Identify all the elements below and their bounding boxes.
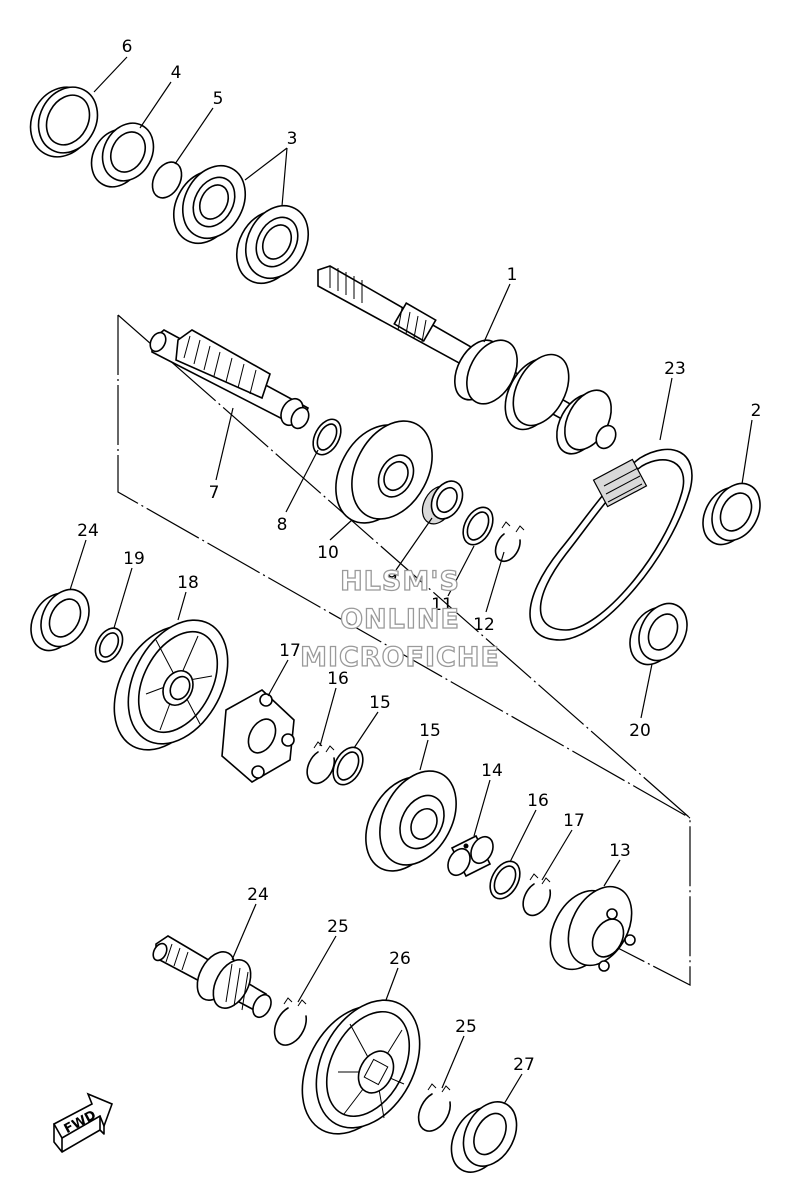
part-3-bearing-a[interactable] bbox=[162, 155, 258, 254]
part-14-collar[interactable] bbox=[444, 833, 498, 879]
label-part-1[interactable]: 1 bbox=[507, 265, 518, 285]
part-number-labels: 6 4 5 3 1 23 2 7 8 10 24 19 18 9 11 12 1… bbox=[77, 37, 761, 1075]
part-25-circlip-lower[interactable] bbox=[417, 1083, 452, 1132]
leader-lines bbox=[69, 56, 753, 1105]
part-13-gear-hub[interactable] bbox=[538, 876, 645, 980]
part-24-shaft[interactable] bbox=[150, 935, 274, 1020]
label-part-19[interactable]: 18 bbox=[177, 573, 199, 593]
label-part-20[interactable]: 19 bbox=[123, 549, 145, 569]
part-25-circlip-upper[interactable] bbox=[273, 997, 308, 1046]
part-20-washer[interactable] bbox=[90, 623, 128, 666]
label-part-25-lower[interactable]: 25 bbox=[455, 1017, 477, 1037]
part-16-washer-lower[interactable] bbox=[484, 856, 526, 904]
part-17-circlip-upper[interactable] bbox=[306, 741, 336, 785]
label-part-25-upper[interactable]: 25 bbox=[327, 917, 349, 937]
part-15-gear[interactable] bbox=[351, 758, 472, 884]
label-part-7[interactable]: 7 bbox=[209, 483, 220, 503]
part-18-clutch-dog[interactable] bbox=[221, 689, 295, 783]
part-6-oil-seal[interactable] bbox=[19, 76, 109, 168]
part-26-gear[interactable] bbox=[281, 982, 440, 1151]
part-22-bearing[interactable] bbox=[21, 581, 98, 659]
label-part-14[interactable]: 14 bbox=[481, 761, 503, 781]
label-part-9[interactable]: 9 bbox=[387, 567, 398, 587]
watermark-line-1: HLSM'S bbox=[340, 566, 460, 597]
part-19-gear[interactable] bbox=[94, 603, 248, 767]
part-1-main-shaft[interactable] bbox=[317, 265, 621, 462]
label-part-5[interactable]: 5 bbox=[213, 89, 224, 109]
label-part-6[interactable]: 6 bbox=[122, 37, 133, 57]
label-part-10[interactable]: 10 bbox=[317, 543, 339, 563]
part-21-bearing[interactable] bbox=[620, 595, 696, 673]
label-part-21[interactable]: 20 bbox=[629, 721, 651, 741]
label-part-16-upper[interactable]: 15 bbox=[369, 693, 391, 713]
label-part-15[interactable]: 15 bbox=[419, 721, 441, 741]
part-9-needle-bearing[interactable] bbox=[416, 476, 469, 529]
label-part-11[interactable]: 11 bbox=[431, 595, 453, 615]
label-part-16-lower[interactable]: 16 bbox=[527, 791, 549, 811]
part-23-chain[interactable] bbox=[529, 448, 693, 641]
part-3-bearing-b[interactable] bbox=[225, 195, 321, 294]
part-4-bushing[interactable] bbox=[82, 114, 164, 196]
part-27-bearing[interactable] bbox=[441, 1093, 527, 1182]
assembly-boundary bbox=[117, 314, 691, 986]
part-8-washer[interactable] bbox=[307, 415, 346, 460]
label-part-24[interactable]: 24 bbox=[247, 885, 269, 905]
label-part-8[interactable]: 8 bbox=[277, 515, 288, 535]
part-2-bearing[interactable] bbox=[693, 475, 769, 553]
part-12-circlip[interactable] bbox=[494, 521, 525, 563]
label-part-13[interactable]: 13 bbox=[609, 841, 631, 861]
label-part-17-lower[interactable]: 17 bbox=[563, 811, 585, 831]
label-part-26[interactable]: 26 bbox=[389, 949, 411, 969]
part-11-washer[interactable] bbox=[457, 502, 499, 550]
label-part-22[interactable]: 24 bbox=[77, 521, 99, 541]
label-part-2[interactable]: 2 bbox=[751, 401, 762, 421]
label-part-3[interactable]: 3 bbox=[287, 129, 298, 149]
part-16-washer-upper[interactable] bbox=[327, 742, 369, 790]
label-part-12[interactable]: 12 bbox=[473, 615, 495, 635]
watermark-line-2: ONLINE bbox=[340, 604, 460, 635]
part-17-circlip-lower[interactable] bbox=[522, 873, 552, 917]
label-part-17-upper[interactable]: 16 bbox=[327, 669, 349, 689]
label-part-18[interactable]: 17 bbox=[279, 641, 301, 661]
part-7-drive-axle[interactable] bbox=[147, 329, 312, 432]
watermark-line-3: MICROFICHE bbox=[300, 642, 500, 673]
label-part-23[interactable]: 23 bbox=[664, 359, 686, 379]
label-part-4[interactable]: 4 bbox=[171, 63, 182, 83]
watermark: HLSM'S ONLINE MICROFICHE bbox=[299, 565, 500, 673]
fwd-arrow-icon: FWD bbox=[52, 1092, 114, 1153]
label-part-27[interactable]: 27 bbox=[513, 1055, 535, 1075]
